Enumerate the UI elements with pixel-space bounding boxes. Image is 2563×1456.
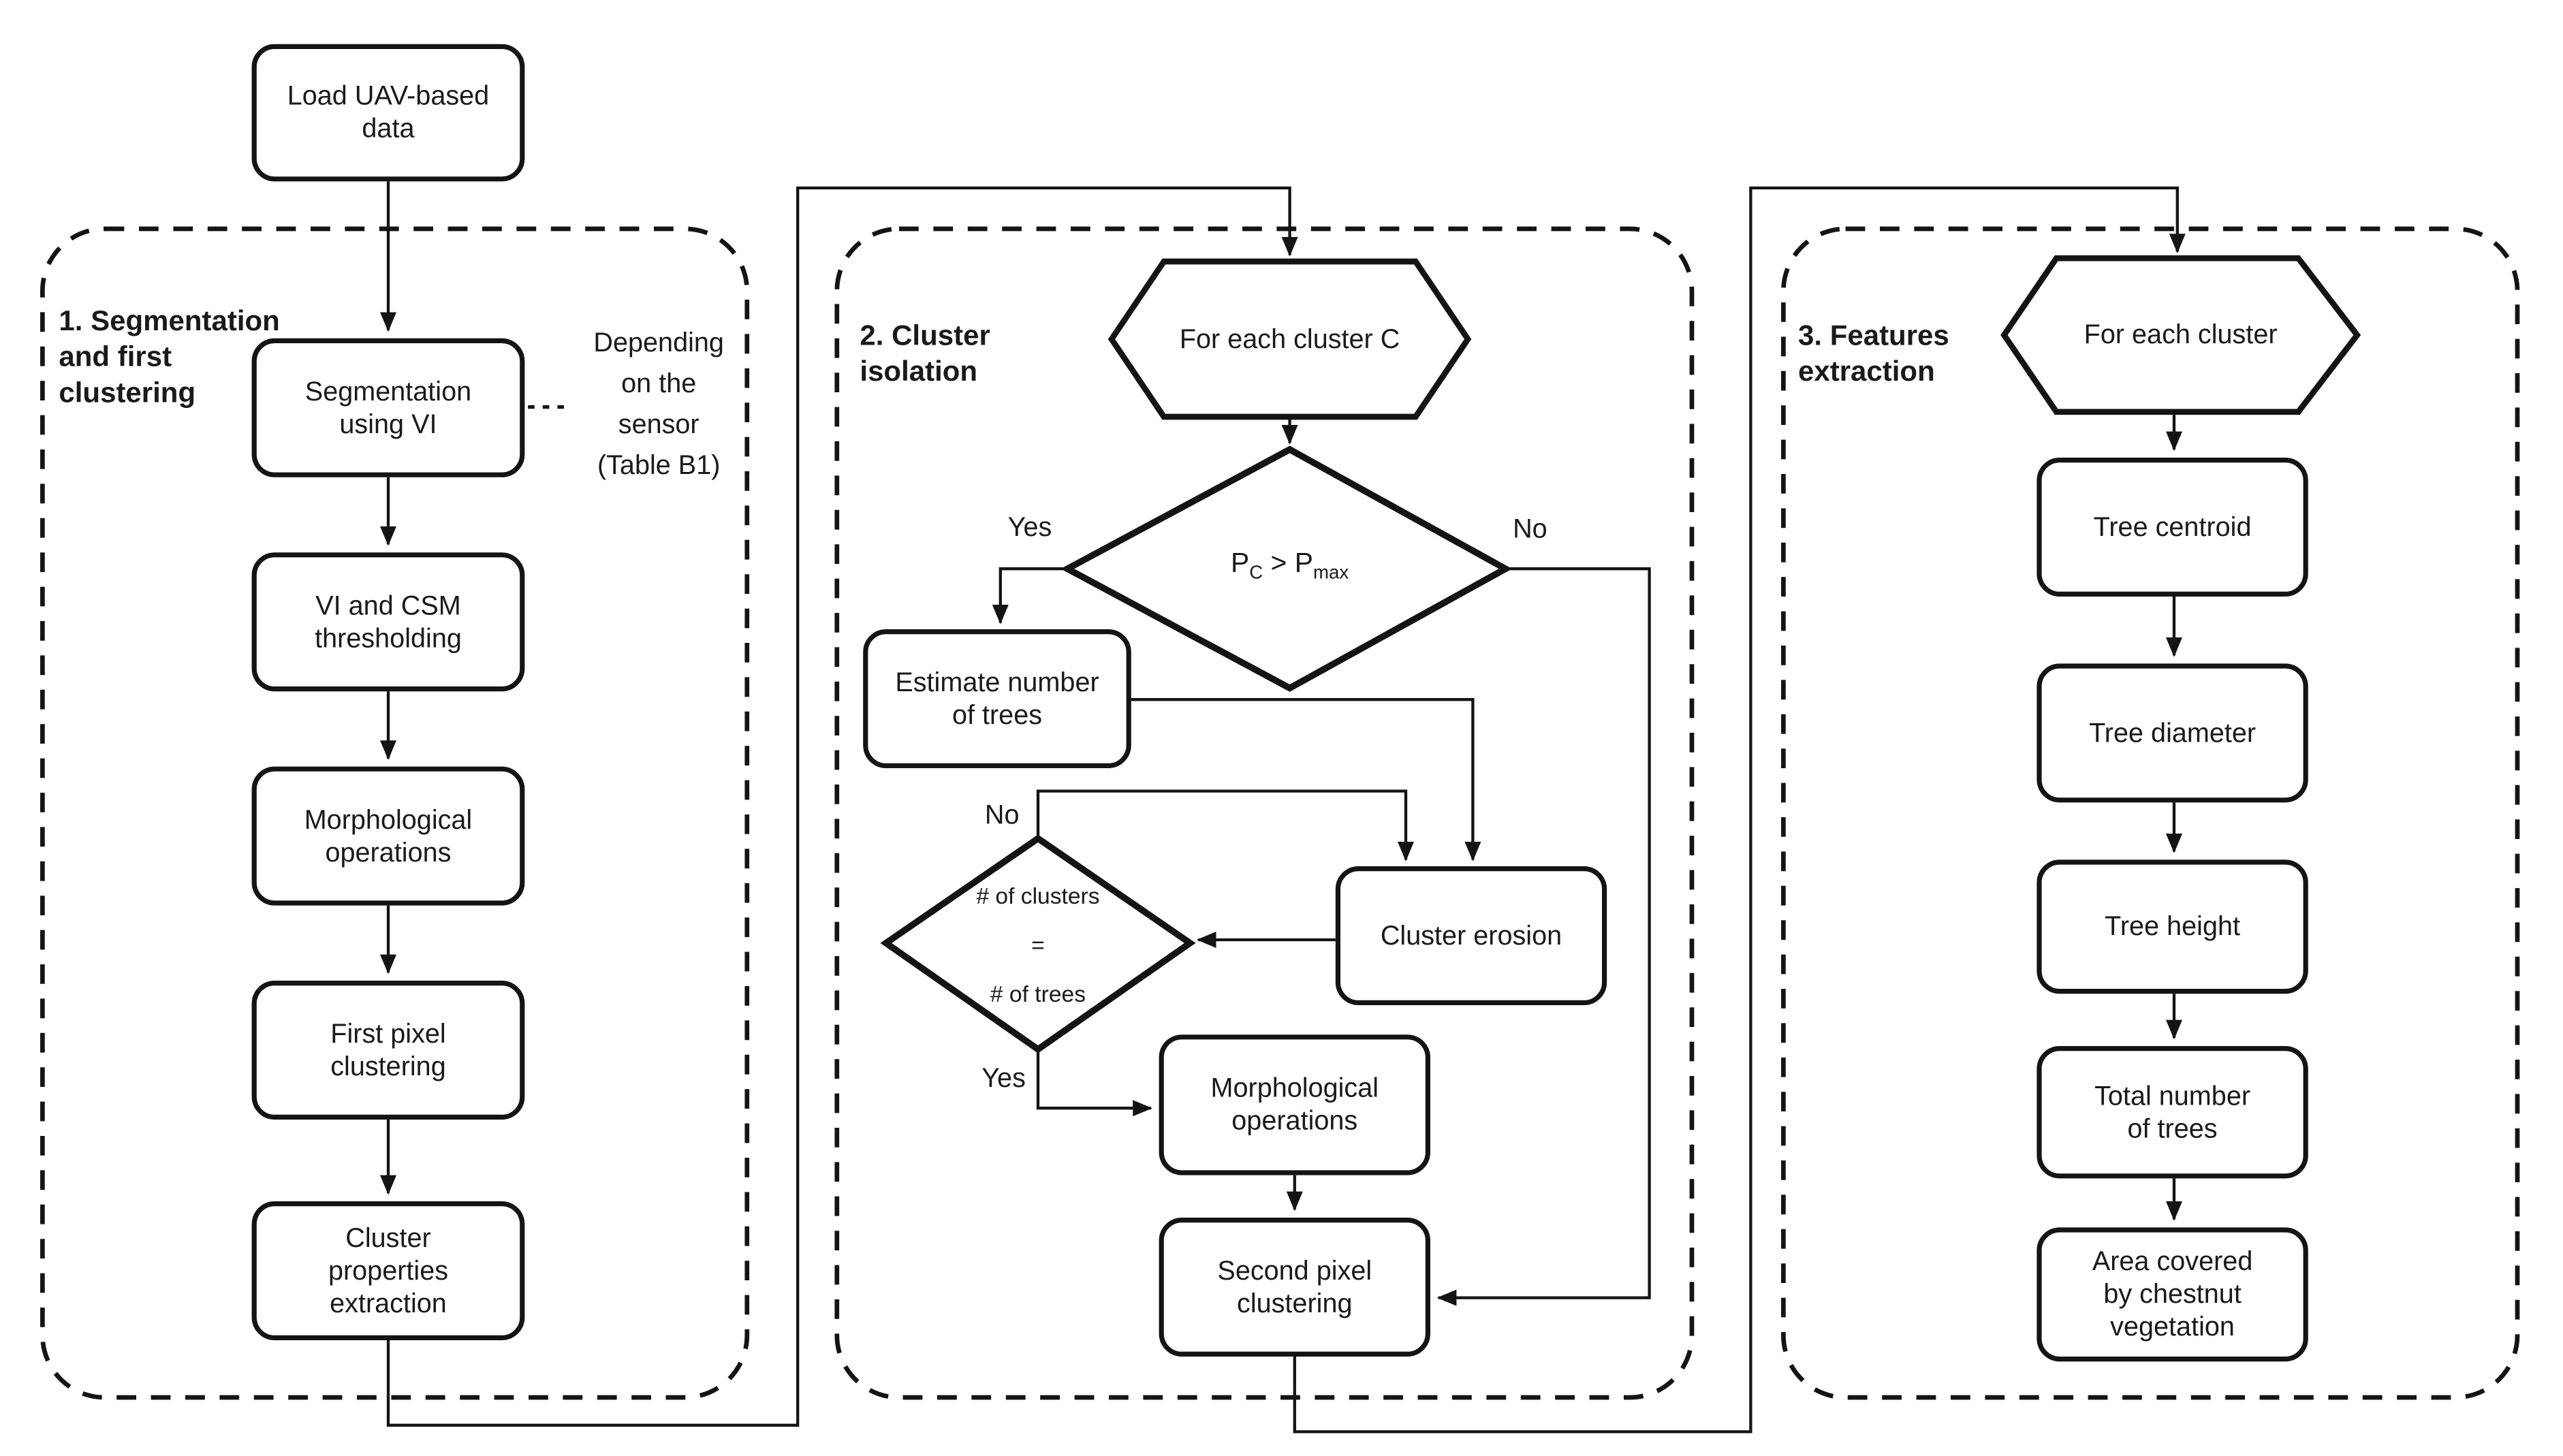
section-2-border [834, 226, 1695, 1400]
diamond-cluster-count-decision [880, 834, 1196, 1054]
node-segmentation-using-vi: Segmentation using VI [251, 338, 525, 477]
arrow-count-no-loop-to-erosion [1036, 789, 1415, 861]
node-load-uav-data: Load UAV-based data [251, 44, 525, 182]
node-tree-diameter: Tree diameter [2037, 663, 2308, 803]
section-1-title: 1. Segmentation and first clustering [59, 304, 280, 409]
section-2-title: 2. Cluster isolation [860, 319, 990, 387]
node-morphological-operations-1: Morphological operations [251, 766, 525, 906]
hexagon-for-each-cluster [2000, 255, 2361, 415]
node-first-pixel-clustering: First pixel clustering [251, 981, 525, 1120]
node-cluster-erosion: Cluster erosion [1335, 866, 1607, 1005]
sensor-note: Depending on the sensor (Table B1) [593, 328, 724, 481]
node-total-number-of-trees: Total number of trees [2037, 1046, 2308, 1179]
arrow-estimate-to-erosion [1131, 698, 1481, 861]
label-size-no: No [1513, 515, 1547, 545]
arrow-size-yes-to-estimate [992, 567, 1068, 624]
section-3-title: 3. Features extraction [1798, 319, 1949, 387]
hexagon-for-each-cluster-c [1107, 258, 1472, 420]
diamond-cluster-size-decision [1060, 445, 1513, 692]
label-count-yes: Yes [981, 1064, 1026, 1094]
node-morphological-operations-2: Morphological operations [1159, 1034, 1430, 1175]
arrow-count-yes-to-morphological2 [1036, 1049, 1153, 1117]
node-tree-height: Tree height [2037, 859, 2308, 994]
node-vi-csm-thresholding: VI and CSM thresholding [251, 552, 525, 692]
label-size-yes: Yes [1007, 513, 1052, 543]
arrow-size-no-to-secondclustering [1436, 567, 1651, 1306]
node-estimate-number-of-trees: Estimate number of trees [863, 629, 1131, 768]
connector-section1-to-section2 [386, 186, 1298, 1427]
node-tree-centroid: Tree centroid [2037, 458, 2308, 597]
label-count-no: No [984, 801, 1020, 831]
node-second-pixel-clustering: Second pixel clustering [1159, 1218, 1430, 1357]
node-area-covered-by-chestnut-vegetation: Area covered by chestnut vegetation [2037, 1227, 2308, 1362]
connector-section2-to-section3 [1293, 186, 2186, 1434]
node-cluster-properties-extraction: Cluster properties extraction [251, 1201, 525, 1341]
section-1-border [40, 226, 750, 1400]
